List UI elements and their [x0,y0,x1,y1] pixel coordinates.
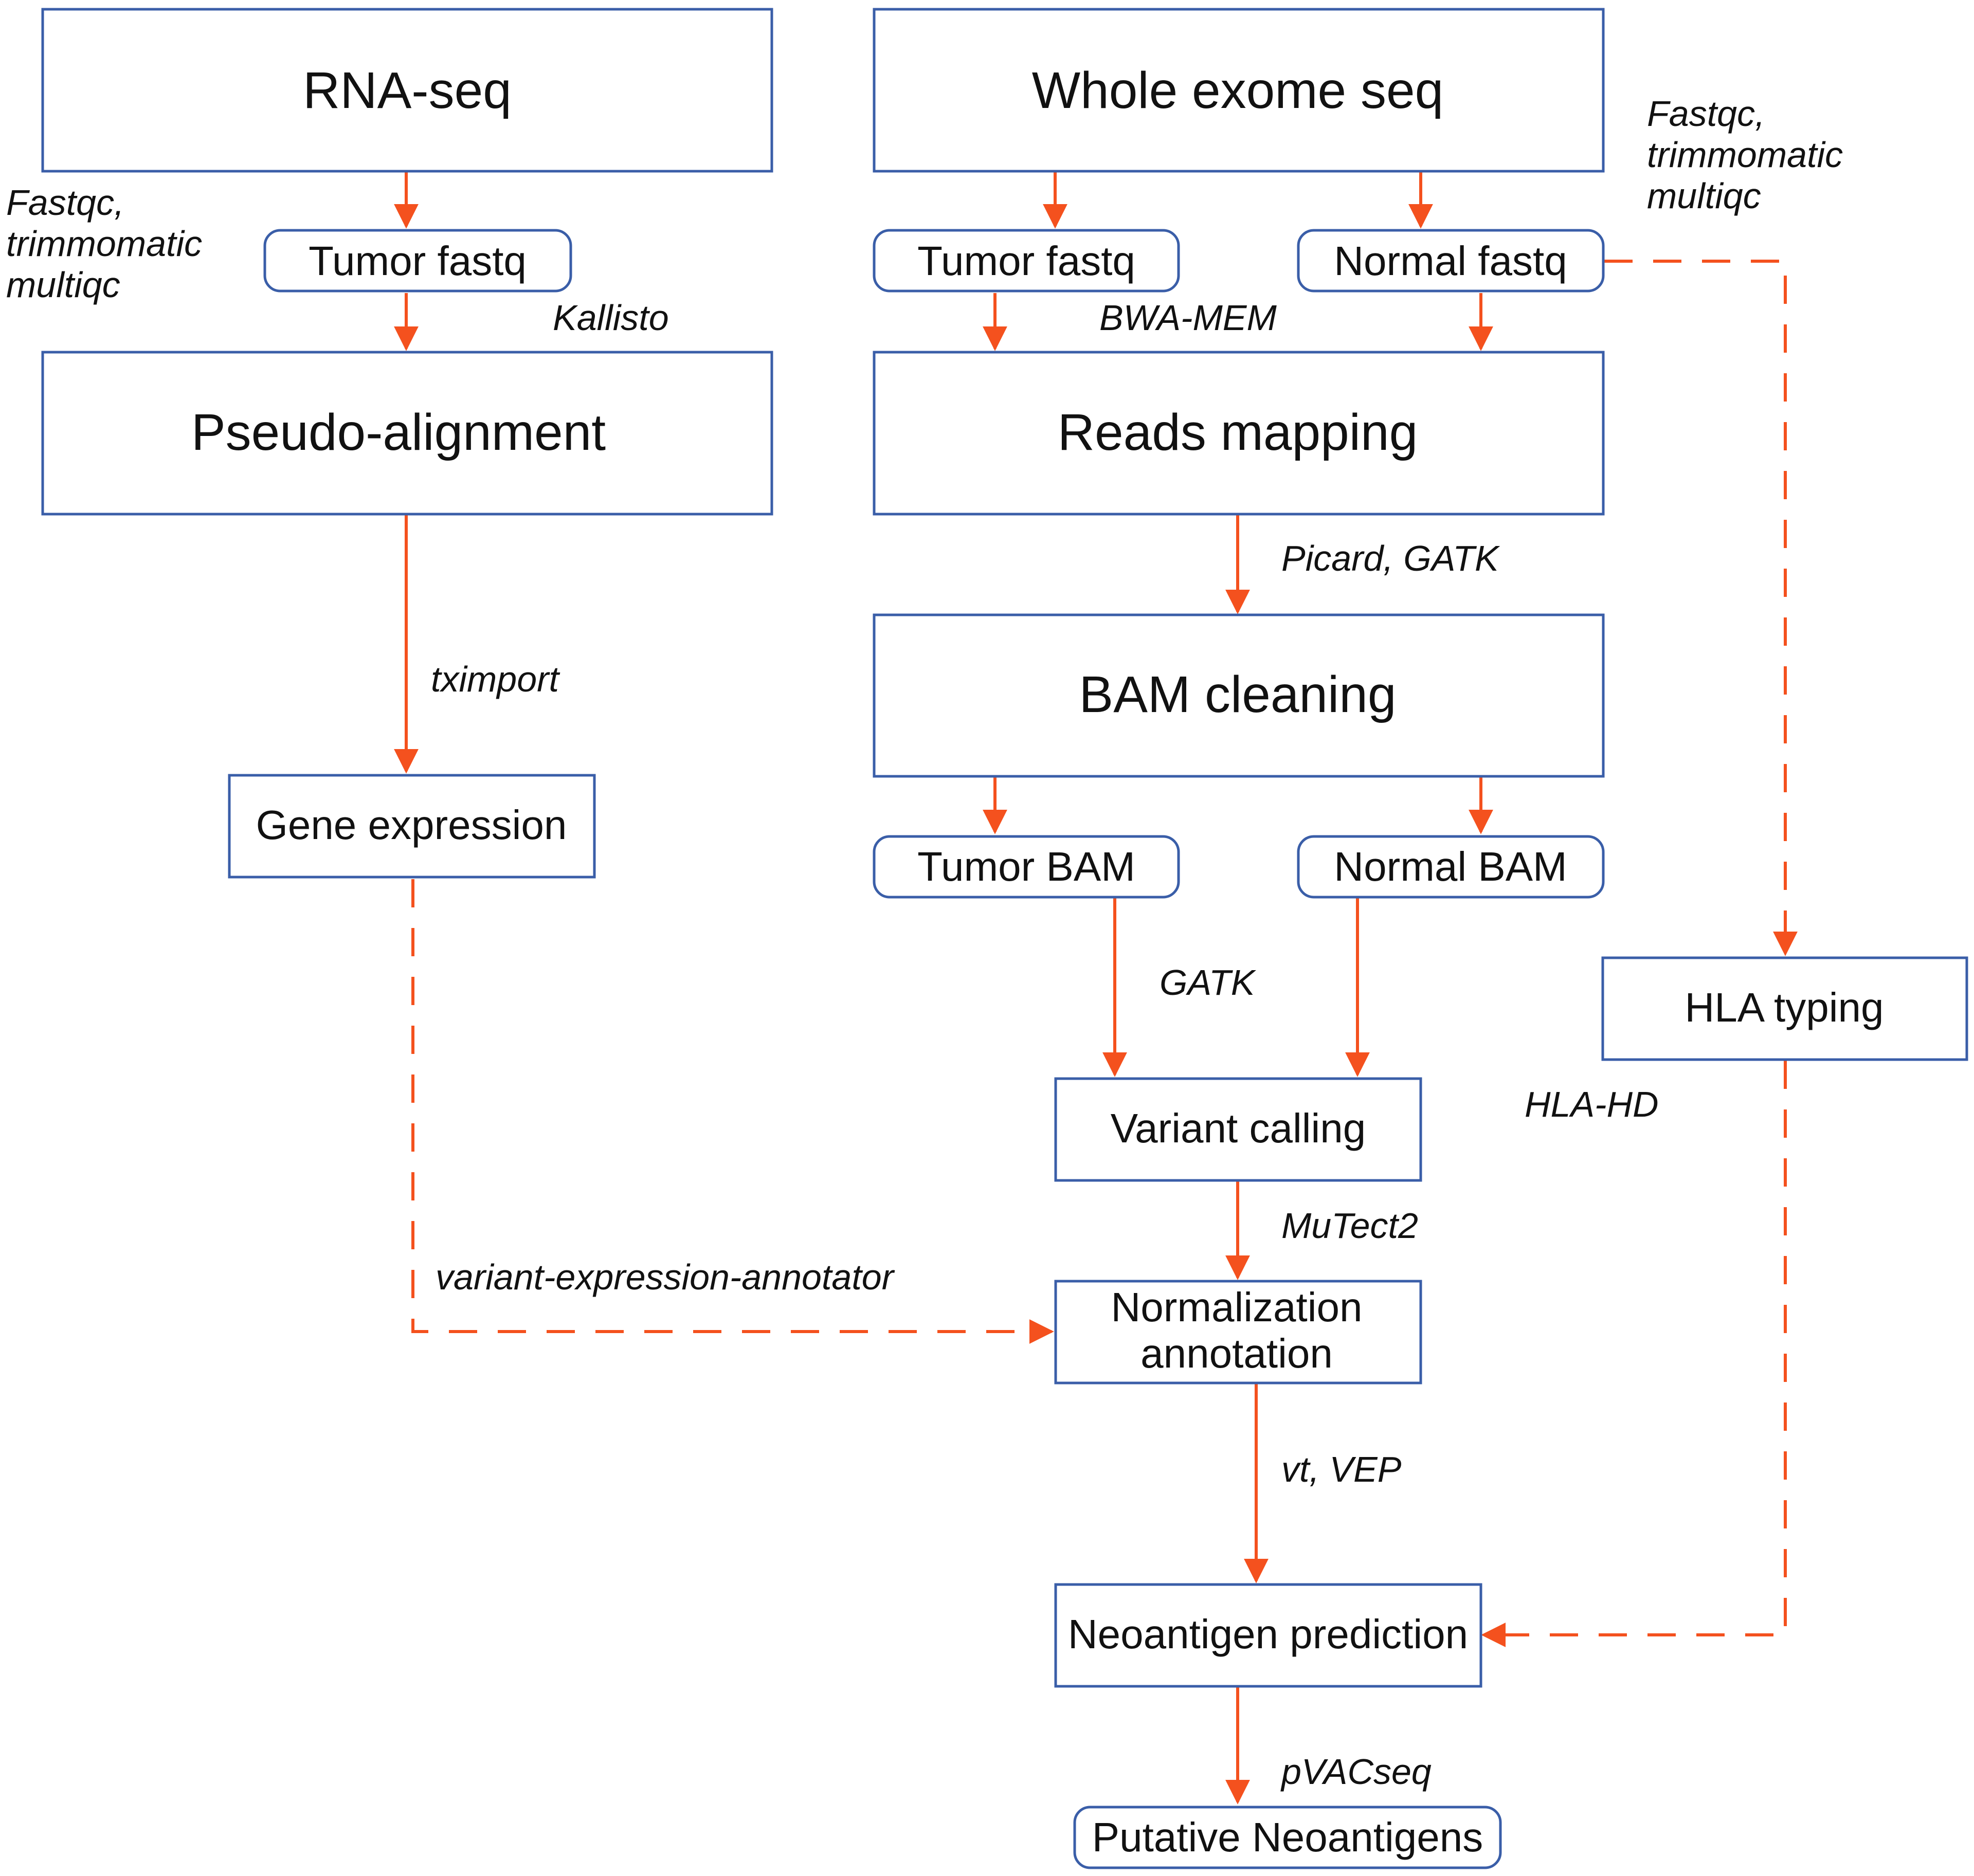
qc-right-line2: trimmomatic [1647,135,1843,175]
qc-right-line1: Fastqc, [1647,94,1765,134]
reads-mapping-box [873,351,1605,516]
pseudo-alignment-box [41,351,773,516]
kallisto-label: Kallisto [553,298,669,338]
wes-normal-fastq-box [1297,229,1605,293]
edges [394,171,1798,1805]
normalization-annotation-box [1054,1280,1422,1385]
whole-exome-seq-box [873,8,1605,173]
edge-normal-fastq-to-hla-typing [1604,260,1798,956]
rna-tumor-fastq-label: Tumor fastq [309,238,527,284]
rna-tumor-fastq-box [263,229,572,293]
whole-exome-seq-label: Whole exome seq [1032,62,1443,119]
hla-typing-label: HLA typing [1685,985,1884,1030]
mutect2-label: MuTect2 [1281,1206,1418,1246]
pseudo-alignment-label: Pseudo-alignment [191,404,606,461]
rna-seq-box [41,8,773,173]
normal-bam-label: Normal BAM [1334,844,1567,889]
edge-gene-expression-to-normalization [411,879,1054,1344]
qc-left-line1: Fastqc, [6,183,124,223]
neoantigen-prediction-label: Neoantigen prediction [1068,1611,1468,1657]
rna-seq-label: RNA-seq [303,62,512,119]
normal-bam-box [1297,835,1605,899]
gatk-label: GATK [1160,962,1257,1003]
bam-cleaning-box [873,613,1605,778]
reads-mapping-label: Reads mapping [1058,404,1418,461]
vt-vep-label: vt, VEP [1281,1449,1402,1489]
wes-tumor-fastq-label: Tumor fastq [917,238,1135,284]
edge-hla-typing-to-neoantigen-prediction [1481,1061,1787,1647]
normalization-label-line2: annotation [1140,1331,1333,1376]
hla-hd-label: HLA-HD [1525,1084,1659,1124]
tool-labels: Fastqc, trimmomatic multiqc Fastqc, trim… [6,94,1843,1792]
bwa-mem-label: BWA-MEM [1099,298,1277,338]
nodes: RNA-seq Whole exome seq Tumor fastq Tumo… [41,8,1968,1869]
variant-expression-annotator-label: variant-expression-annotator [436,1257,895,1297]
pvacseq-label: pVACseq [1280,1752,1432,1792]
normalization-label-line1: Normalization [1111,1284,1362,1330]
neoantigen-prediction-box [1054,1583,1482,1688]
wes-tumor-fastq-box [873,229,1180,293]
picard-gatk-label: Picard, GATK [1281,538,1500,578]
tumor-bam-box [873,835,1180,899]
putative-neoantigens-label: Putative Neoantigens [1092,1814,1483,1860]
hla-typing-box [1601,956,1968,1061]
bam-cleaning-label: BAM cleaning [1079,666,1397,723]
qc-left-line2: trimmomatic [6,224,202,264]
putative-neoantigens-box [1073,1806,1502,1869]
gene-expression-label: Gene expression [256,802,567,848]
variant-calling-label: Variant calling [1111,1105,1366,1151]
tumor-bam-label: Tumor BAM [917,844,1135,889]
variant-calling-box [1054,1077,1422,1182]
wes-normal-fastq-label: Normal fastq [1334,238,1567,284]
gene-expression-box [228,774,596,879]
qc-left-line3: multiqc [6,265,120,305]
tximport-label: tximport [431,659,560,699]
qc-right-line3: multiqc [1647,176,1761,216]
